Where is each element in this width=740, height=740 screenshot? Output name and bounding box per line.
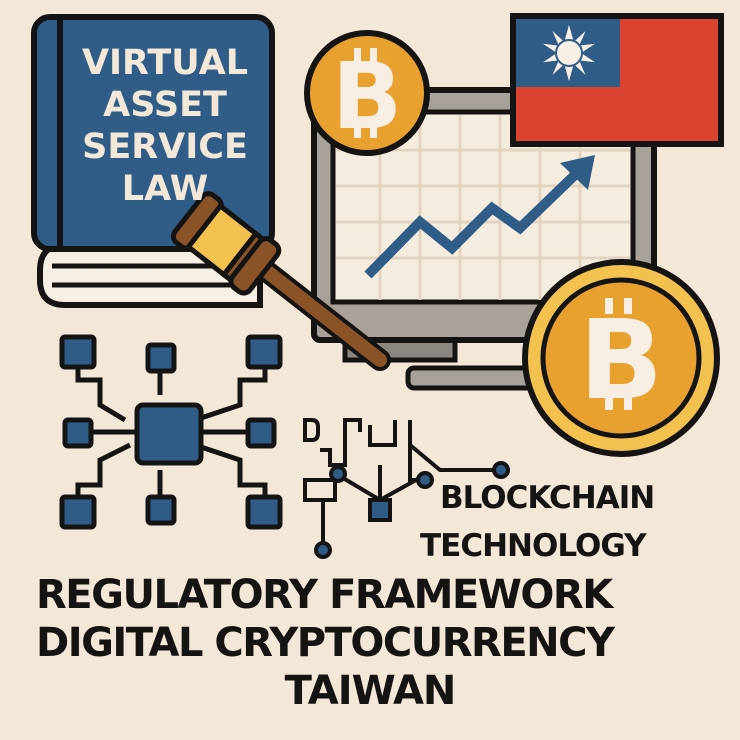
circuit-icon <box>303 418 510 559</box>
bitcoin-coin-large-icon: B <box>522 259 720 457</box>
bitcoin-coin-icon: B <box>304 30 430 156</box>
book-title-line: VIRTUAL <box>81 43 249 83</box>
book-title-line: ASSET <box>103 85 227 125</box>
caption-taiwan: TAIWAN <box>284 668 457 714</box>
book-title: VIRTUAL ASSET SERVICE LAW <box>60 42 270 210</box>
book-title-line: LAW <box>121 169 209 209</box>
caption-technology: TECHNOLOGY <box>420 528 647 564</box>
caption-regulatory-framework: REGULATORY FRAMEWORK <box>36 572 613 618</box>
caption-digital-cryptocurrency: DIGITAL CRYPTOCURRENCY <box>36 620 615 666</box>
svg-text:B: B <box>332 43 402 150</box>
taiwan-flag-icon <box>510 13 724 147</box>
book-title-line: SERVICE <box>82 127 248 167</box>
svg-text:B: B <box>579 296 663 424</box>
caption-blockchain: BLOCKCHAIN <box>440 480 655 516</box>
blockchain-network-icon <box>59 334 283 530</box>
gavel-icon <box>170 191 391 371</box>
